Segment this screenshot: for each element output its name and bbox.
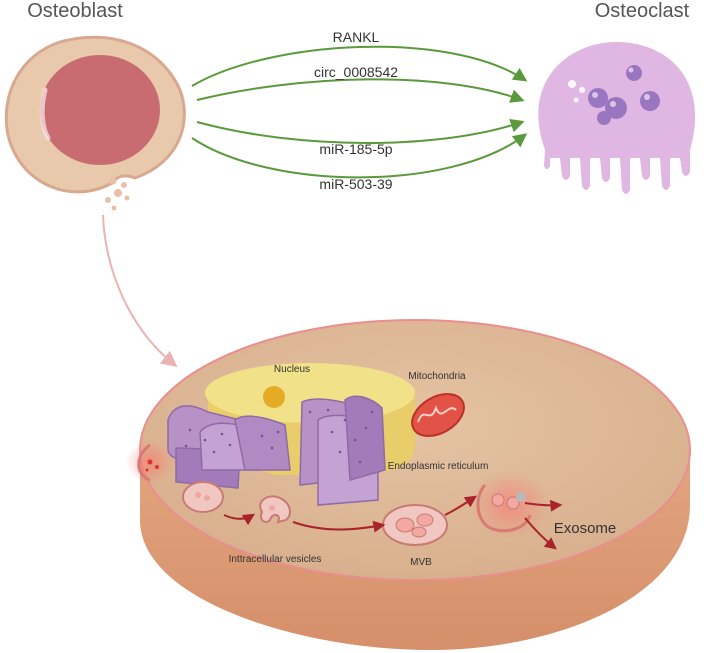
nucleus-label: Nucleus	[274, 364, 310, 375]
signal-label: miR-503-39	[319, 176, 392, 192]
endoplasmic-reticulum	[167, 395, 386, 506]
vesicle-left-membrane	[137, 443, 159, 482]
pathway-arrow-3	[444, 495, 477, 516]
signal-arrow-mir503	[191, 133, 528, 179]
osteoblast-nucleus	[40, 55, 160, 165]
osteoclast-title: Osteoclast	[595, 0, 690, 22]
osteoclast-cell	[538, 42, 696, 194]
mitochondria	[411, 393, 465, 437]
er-label: Endoplasmic reticulum	[388, 461, 489, 472]
signal-label: miR-185-5p	[319, 141, 392, 157]
intracellular-vesicle	[259, 495, 291, 524]
osteoclast-nucleus	[597, 111, 611, 125]
release-arrow	[102, 214, 178, 367]
signal-arrow-mir185	[196, 118, 525, 144]
pathway-arrow-2	[292, 520, 386, 533]
exosome-release	[476, 483, 532, 533]
signal-arrow-rankl	[191, 45, 528, 87]
osteoclast-nucleus	[626, 65, 642, 81]
signal-label: RANKL	[333, 29, 380, 45]
mitochondria-label: Mitochondria	[408, 371, 466, 382]
signal-label: circ_0008542	[314, 64, 398, 80]
early-vesicle	[182, 481, 224, 513]
mvb-label: MVB	[410, 557, 432, 568]
exosome-label: Exosome	[554, 520, 617, 537]
osteoclast-nucleus	[640, 91, 660, 111]
mvb	[382, 504, 448, 546]
osteoblast-cell	[4, 35, 186, 211]
pathway-arrow-1	[223, 513, 256, 526]
vesicles-label: Inttracellular vesicles	[229, 554, 322, 565]
signal-arrow-circ	[196, 78, 525, 103]
exosome-arrow-down	[524, 517, 557, 550]
exosome-arrow-up	[524, 499, 563, 512]
osteoclast-nucleus	[588, 88, 608, 108]
osteoblast-title: Osteoblast	[27, 0, 123, 22]
